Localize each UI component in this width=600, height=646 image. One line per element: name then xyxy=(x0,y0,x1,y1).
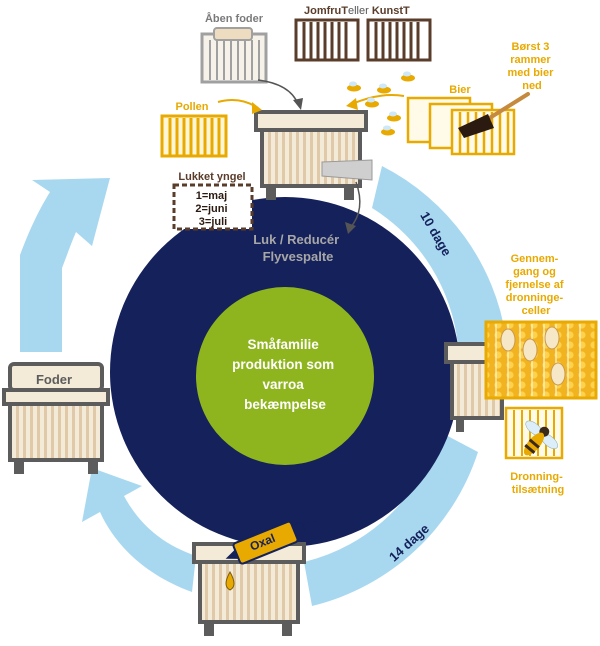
dronningeceller-frame xyxy=(484,320,598,400)
brush-icon xyxy=(458,92,530,138)
green-circle xyxy=(196,287,374,465)
bee-icons xyxy=(347,71,415,136)
aaben-foder-label: Åben foder xyxy=(205,12,264,25)
queen-bee-icon xyxy=(523,420,558,456)
dronning-label: Dronning- tilsætning xyxy=(510,471,566,496)
lukket-yngel-label: Lukket yngel xyxy=(178,171,245,183)
jomfru-frame xyxy=(294,18,360,62)
foder-label: Foder xyxy=(36,372,72,387)
arrow-bottom-left xyxy=(82,468,196,592)
cycle-arrows xyxy=(20,166,506,606)
jomfru-kunst-label: JomfruTeller KunstT xyxy=(304,5,410,17)
top-hive xyxy=(254,110,373,200)
oxal-syringe-icon xyxy=(225,520,318,565)
svg-text:1=maj 2=juni 3=jul: 1=maj 2=juni 3=juli xyxy=(195,190,230,228)
borst-label: Børst 3 rammer med bier ned xyxy=(508,41,557,92)
bier-frames xyxy=(406,96,516,156)
lukket-yngel-frame: 1=maj 2=juni 3=juli xyxy=(172,183,254,231)
arrow-foder-to-hive xyxy=(257,79,299,105)
arrow-left-up xyxy=(20,178,110,352)
pollen-label: Pollen xyxy=(175,101,208,113)
luk-reducer-label: Luk / Reducér Flyvespalte xyxy=(253,232,343,264)
oxal-drop-icon xyxy=(225,570,235,591)
arrow-14-dage xyxy=(304,432,478,606)
gennemgang-label: Gennem- gang og fjernelse af dronninge- … xyxy=(505,253,566,317)
left-hive xyxy=(2,362,110,474)
aaben-foder-frame xyxy=(200,27,268,84)
pollen-frame xyxy=(160,114,228,158)
kunst-frame xyxy=(366,18,432,62)
entrance-reducer-shape xyxy=(321,159,373,181)
bier-label: Bier xyxy=(449,84,471,96)
center-text: Småfamilie produktion som varroa bekæmpe… xyxy=(232,337,338,412)
arrow-10-dage xyxy=(372,166,506,346)
